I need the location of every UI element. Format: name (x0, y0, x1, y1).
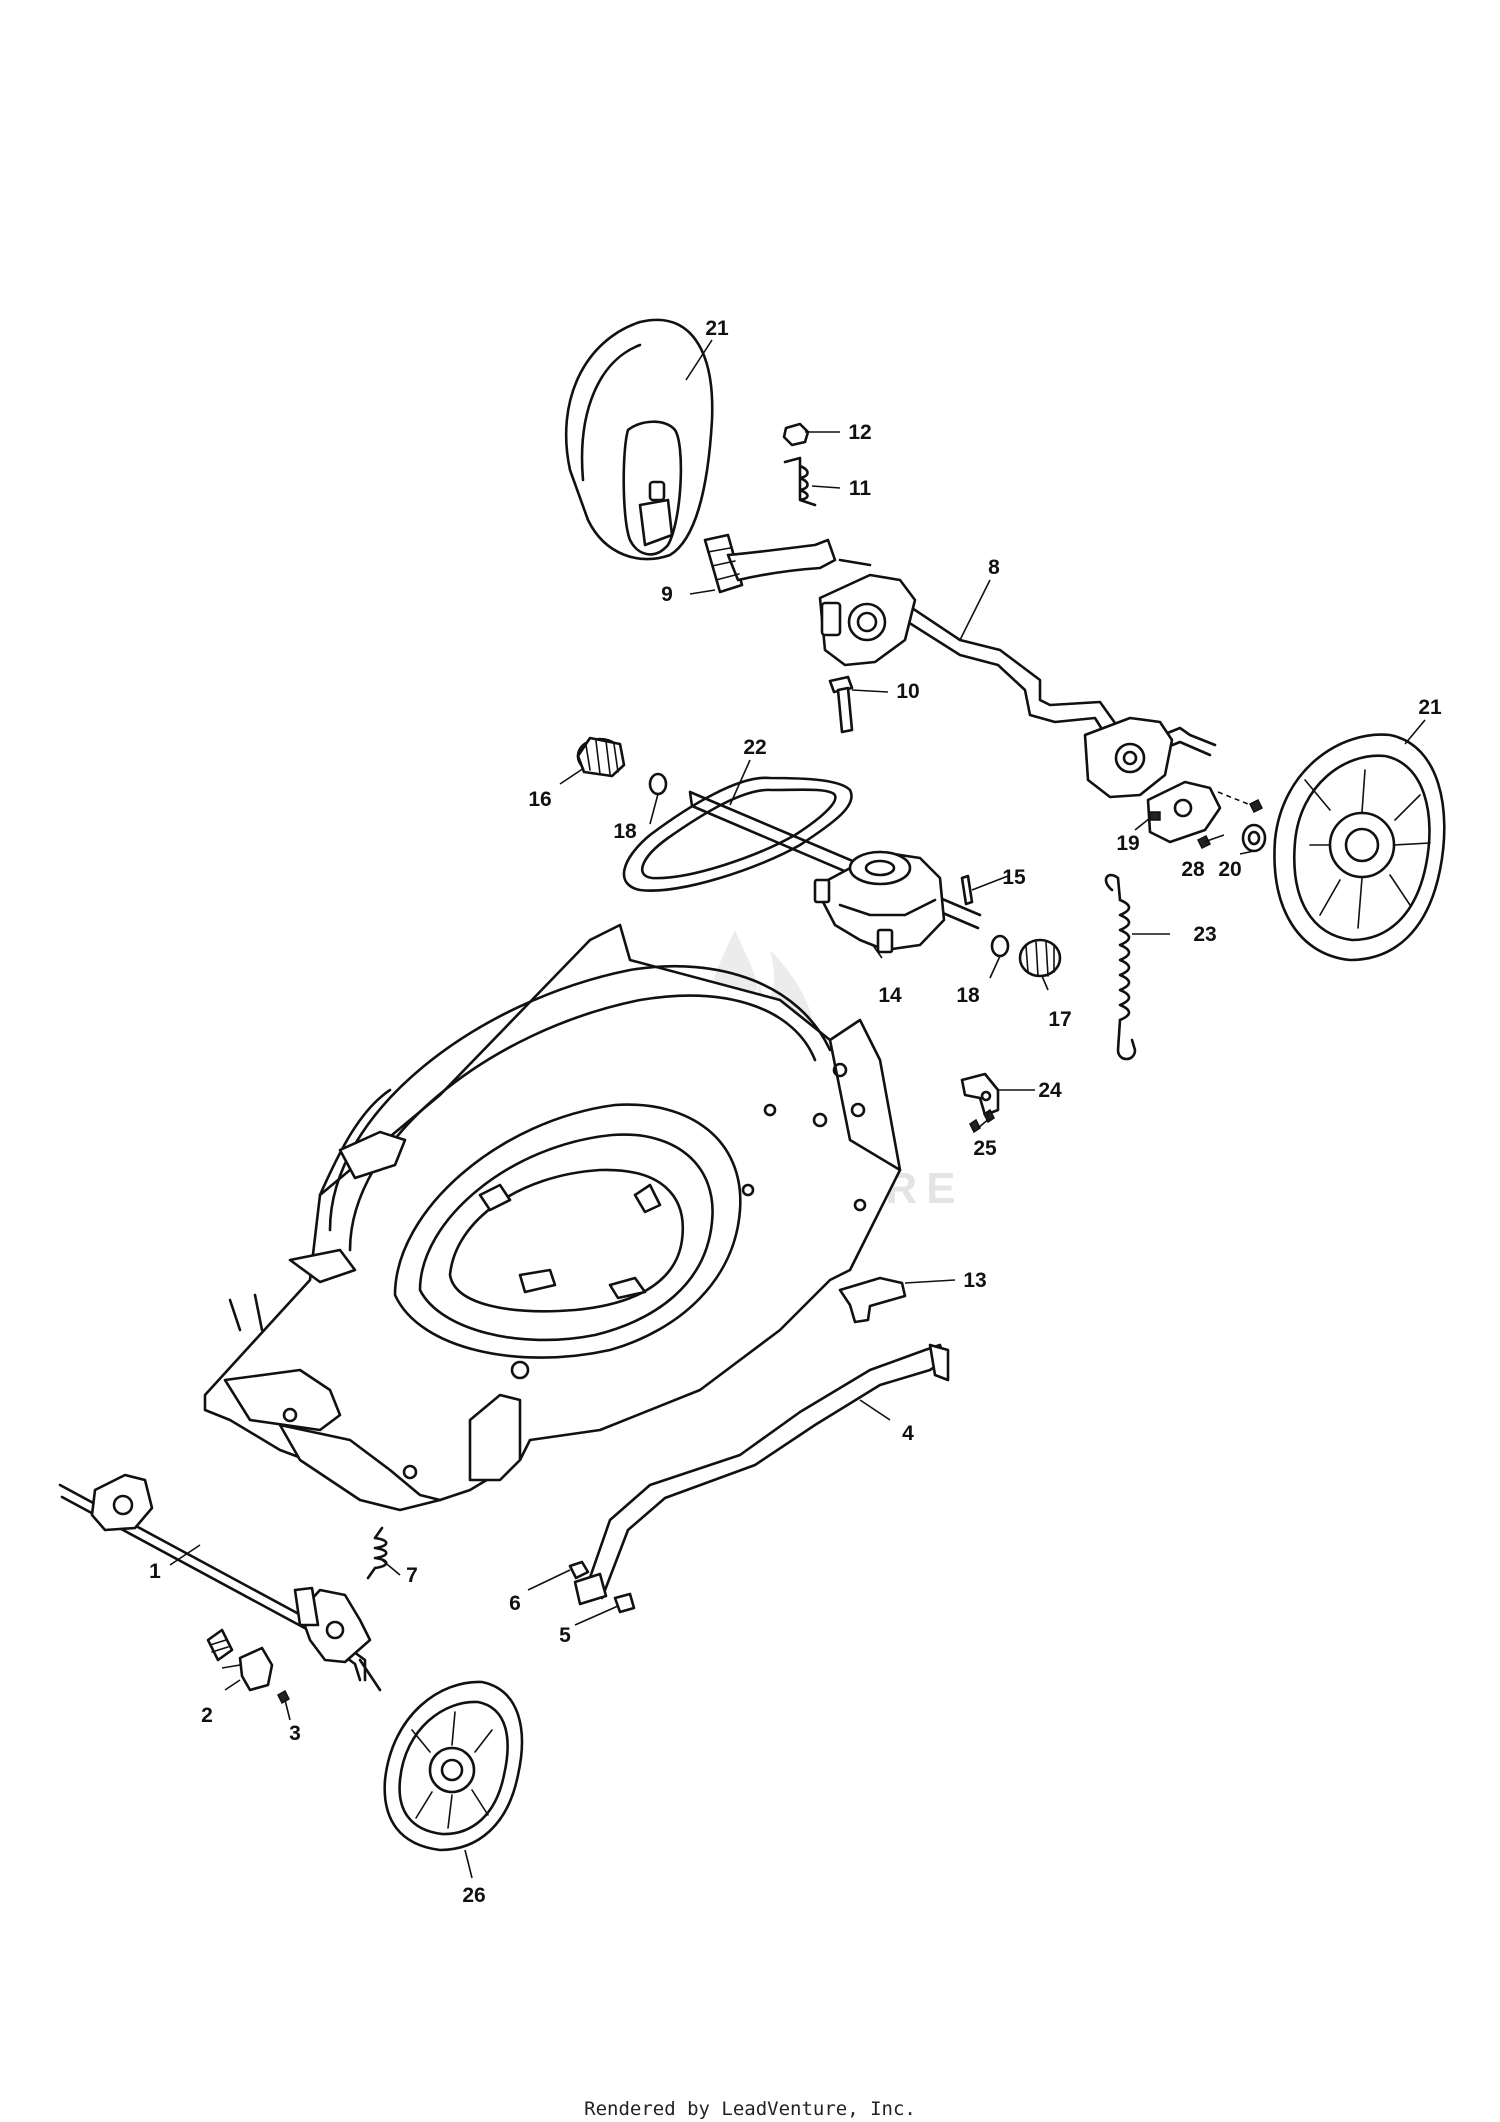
height-adjuster-lever (703, 533, 837, 594)
callout-16: 16 (528, 788, 551, 811)
e-ring-right (990, 934, 1010, 958)
front-axle (58, 1473, 382, 1692)
clip (838, 1276, 907, 1324)
screw-3 (277, 1689, 290, 1705)
callout-22: 22 (743, 736, 766, 759)
callout-10: 10 (896, 680, 919, 703)
rear-wheel-left (564, 318, 714, 561)
leader-lines (169, 339, 1426, 1879)
mower-deck (203, 923, 902, 1512)
callout-15: 15 (1002, 866, 1026, 889)
bolt-5 (613, 1592, 636, 1614)
front-wheel (383, 1680, 524, 1852)
screws-25 (969, 1108, 995, 1134)
pinion-gear-right (1018, 938, 1062, 978)
callout-25: 25 (973, 1137, 997, 1160)
bracket (960, 1072, 1000, 1117)
callout-28: 28 (1181, 858, 1205, 881)
callout-2: 2 (201, 1704, 213, 1727)
callout-7: 7 (406, 1564, 418, 1587)
nut (782, 422, 810, 447)
callout-9: 9 (661, 583, 673, 606)
callout-4: 4 (902, 1422, 914, 1445)
callout-14: 14 (878, 984, 902, 1007)
front-spring (366, 1526, 388, 1580)
callout-3: 3 (289, 1722, 301, 1745)
callout-labels: 21 12 11 9 8 10 21 22 16 18 19 28 20 15 … (149, 317, 1442, 1907)
callout-23: 23 (1193, 923, 1216, 946)
watermark-flame-icon (705, 930, 816, 1090)
rear-axle (818, 558, 1217, 799)
callout-1: 1 (149, 1560, 161, 1583)
transmission (813, 850, 946, 954)
callout-6: 6 (509, 1592, 521, 1615)
drive-belt (622, 776, 853, 892)
e-ring-left (648, 772, 668, 796)
callout-21-right: 21 (1418, 696, 1442, 719)
callout-5: 5 (559, 1624, 571, 1647)
screw-28 (1196, 834, 1225, 850)
height-latch (1146, 780, 1222, 844)
callout-26: 26 (462, 1884, 485, 1907)
callout-20: 20 (1218, 858, 1241, 881)
washer (1241, 823, 1267, 853)
callout-21-top: 21 (705, 317, 729, 340)
callout-8: 8 (988, 556, 1000, 579)
height-lever-rod (573, 1343, 950, 1606)
footer-credit: Rendered by LeadVenture, Inc. (584, 2098, 916, 2120)
key (960, 874, 974, 906)
screw-top-right (1217, 791, 1264, 814)
callout-13: 13 (963, 1269, 986, 1292)
latch-assembly (206, 1628, 274, 1692)
callout-19: 19 (1116, 832, 1139, 855)
callout-18-left: 18 (613, 820, 637, 843)
extension-spring (1104, 873, 1137, 1061)
rear-wheel-right (1273, 733, 1446, 962)
callout-11: 11 (849, 477, 872, 500)
callout-17: 17 (1048, 1008, 1071, 1031)
pinion-gear-left (576, 736, 626, 778)
nut-6 (568, 1560, 590, 1580)
callout-12: 12 (848, 421, 871, 444)
callout-24: 24 (1038, 1079, 1062, 1102)
torsion-spring (783, 456, 817, 507)
pivot-pin (828, 675, 854, 734)
callout-18-right: 18 (956, 984, 980, 1007)
